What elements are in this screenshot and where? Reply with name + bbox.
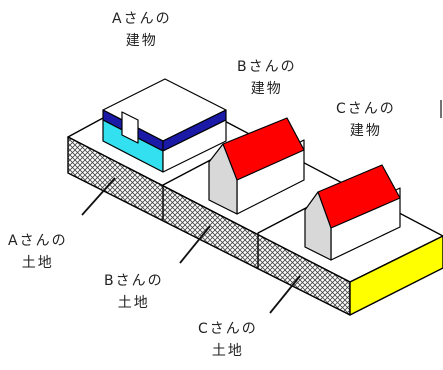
label-land-a: Aさんの 土地	[8, 232, 68, 272]
label-building-b: Bさんの 建物	[237, 58, 297, 98]
label-land-c-line1: Cさんの	[198, 321, 258, 337]
leader-line-land-b	[179, 225, 211, 264]
leader-line-land-c	[269, 275, 301, 314]
building-b	[208, 117, 305, 215]
label-land-b: Bさんの 土地	[104, 272, 164, 312]
leader-line-land-a	[81, 177, 116, 216]
label-land-a-line1: Aさんの	[8, 233, 68, 249]
building-c	[304, 164, 401, 261]
building-a-door	[121, 111, 139, 144]
label-land-b-line2: 土地	[117, 295, 150, 311]
label-building-a-line2: 建物	[125, 33, 158, 49]
building-a-wall-side	[162, 119, 227, 173]
building-b-roof	[222, 117, 305, 181]
label-land-c: Cさんの 土地	[198, 320, 258, 360]
label-building-c: Cさんの 建物	[336, 100, 396, 140]
building-c-roof	[317, 164, 401, 229]
building-a	[102, 78, 227, 173]
label-building-c-line1: Cさんの	[336, 101, 396, 117]
label-building-a-line1: Aさんの	[112, 11, 172, 27]
label-land-b-line1: Bさんの	[104, 273, 164, 289]
label-building-c-line2: 建物	[349, 123, 382, 139]
label-land-c-line2: 土地	[211, 343, 244, 359]
label-building-b-line1: Bさんの	[237, 59, 297, 75]
label-land-a-line2: 土地	[21, 255, 54, 271]
label-building-a: Aさんの 建物	[112, 10, 172, 50]
label-building-b-line2: 建物	[250, 81, 283, 97]
land-side-face	[349, 235, 443, 316]
